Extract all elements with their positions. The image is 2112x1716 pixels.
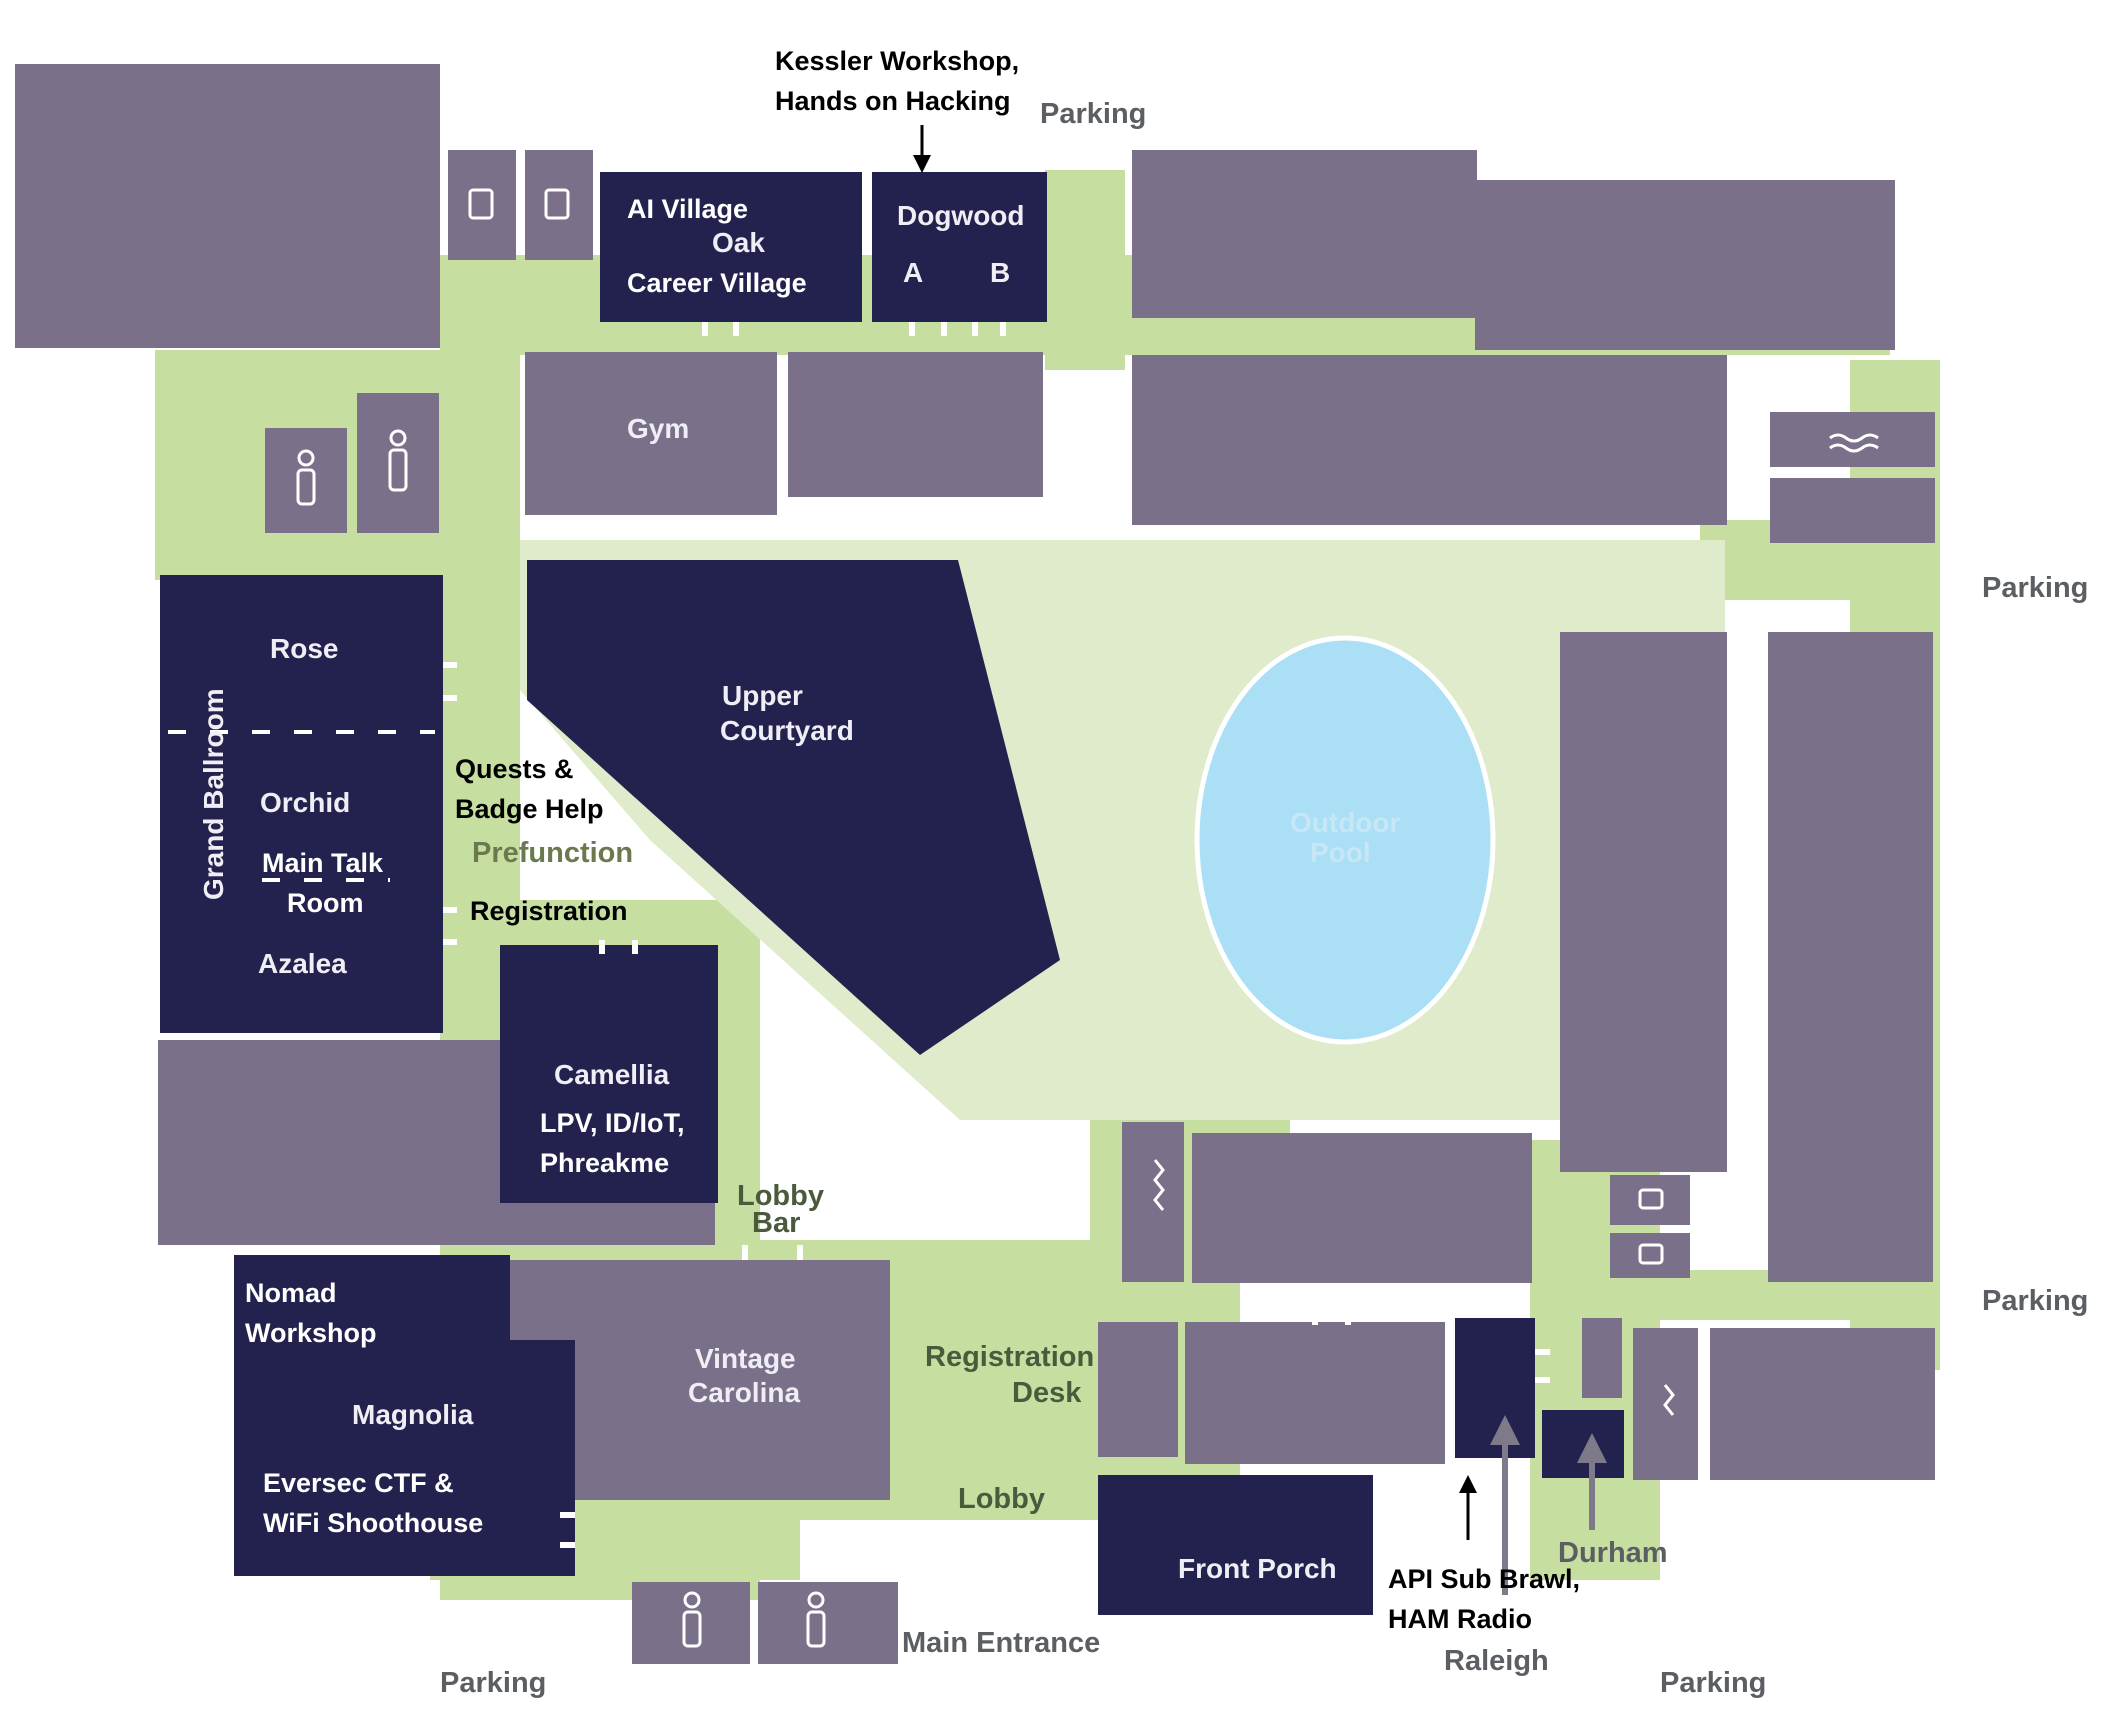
gym-label: Gym [627, 413, 689, 444]
parking-label: Parking [1040, 98, 1146, 130]
registration-desk-label-2: Desk [1012, 1377, 1082, 1409]
ai-village-label: AI Village [627, 194, 748, 224]
registration-desk-label: Registration [925, 1341, 1094, 1373]
dogwood-a-label: A [903, 257, 923, 288]
dogwood-label: Dogwood [897, 200, 1025, 231]
doors [443, 322, 1550, 1548]
eversec-label-2: WiFi Shoothouse [263, 1508, 483, 1538]
orchid-label: Orchid [260, 787, 350, 818]
api-label: API Sub Brawl, [1388, 1564, 1580, 1594]
outdoor-pool-label-2: Pool [1310, 837, 1371, 868]
parking-label: Parking [440, 1667, 546, 1699]
registration-label: Registration [470, 896, 628, 926]
stairs-icon [1153, 1159, 1675, 1416]
elevator-icon [468, 188, 1664, 1265]
eversec-label: Eversec CTF & [263, 1468, 454, 1498]
durham-label: Durham [1558, 1537, 1668, 1569]
vintage-label: Vintage [695, 1343, 796, 1374]
dogwood-b-label: B [990, 257, 1010, 288]
api-label-2: HAM Radio [1388, 1604, 1532, 1634]
grand-ballroom-label: Grand Ballroom [198, 688, 229, 900]
career-village-label: Career Village [627, 268, 807, 298]
lobby-bar-label-2: Bar [752, 1207, 800, 1239]
main-talk-label-2: Room [287, 888, 364, 918]
vintage-label-2: Carolina [688, 1377, 800, 1408]
main-entrance-label: Main Entrance [902, 1627, 1100, 1659]
grey-rooms [15, 64, 1935, 1664]
outdoor-pool [1194, 635, 1496, 1045]
magnolia-label: Magnolia [352, 1399, 474, 1430]
raleigh-label: Raleigh [1444, 1645, 1549, 1677]
pool-icon [1829, 433, 1879, 453]
nomad-label-2: Workshop [245, 1318, 377, 1348]
prefunction-label: Prefunction [472, 837, 633, 869]
parking-label: Parking [1660, 1667, 1766, 1699]
lobby-bar-label: Lobby [737, 1180, 824, 1212]
restroom-icon [682, 1591, 702, 1648]
upper-courtyard-label-2: Courtyard [720, 715, 854, 746]
restroom-icon [388, 429, 408, 492]
main-talk-label: Main Talk [262, 848, 384, 878]
restroom-icon [806, 1591, 826, 1648]
parking-label: Parking [1982, 1285, 2088, 1317]
quests-label-2: Badge Help [455, 794, 604, 824]
oak-label: Oak [712, 227, 765, 258]
parking-label: Parking [1982, 572, 2088, 604]
lpv-label: LPV, ID/IoT, [540, 1108, 685, 1138]
camellia-label: Camellia [554, 1059, 670, 1090]
restroom-icon [296, 449, 316, 506]
nomad-label: Nomad [245, 1278, 337, 1308]
front-porch-label: Front Porch [1178, 1553, 1337, 1584]
kessler-label-2: Hands on Hacking [775, 86, 1011, 116]
outdoor-pool-label: Outdoor [1290, 807, 1401, 838]
event-rooms [160, 172, 1624, 1615]
rose-label: Rose [270, 633, 338, 664]
upper-courtyard-label: Upper [722, 680, 803, 711]
lobby-label: Lobby [958, 1483, 1045, 1515]
azalea-label: Azalea [258, 948, 347, 979]
kessler-label: Kessler Workshop, [775, 46, 1019, 76]
lpv-label-2: Phreakme [540, 1148, 669, 1178]
quests-label: Quests & [455, 754, 574, 784]
